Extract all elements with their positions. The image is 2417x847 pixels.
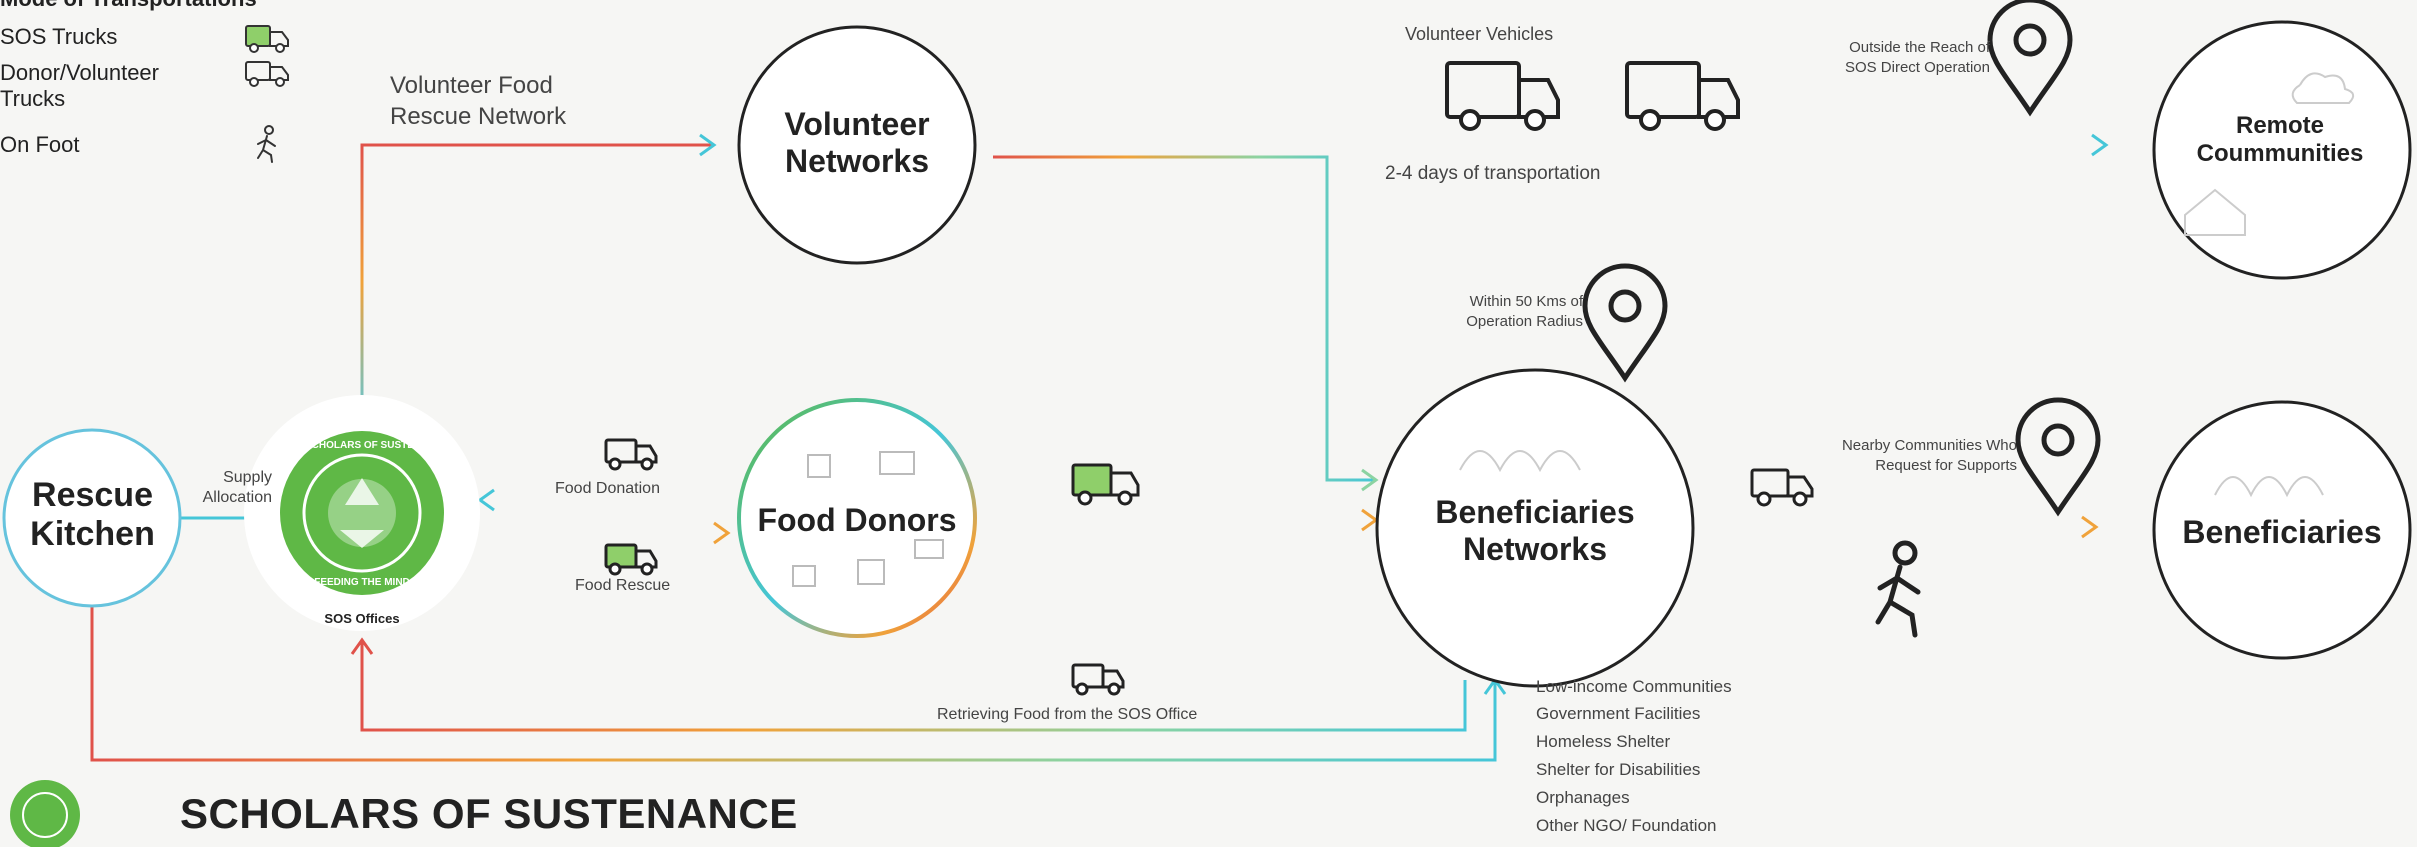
- location-pin-icon: [1582, 263, 1668, 383]
- truck-icon: [1625, 61, 1740, 131]
- brand-logo-icon: [10, 780, 80, 847]
- line-retrieving: [360, 640, 1467, 732]
- node-sos-offices-title: SOS Offices: [324, 611, 400, 626]
- line-sos-to-volunteer: [360, 143, 712, 420]
- location-pin-icon: [2015, 397, 2101, 517]
- brand-name: SCHOLARS OF SUSTENANCE: [180, 790, 798, 837]
- location-pin-icon: [1987, 0, 2073, 117]
- legend-walking-icon: [257, 125, 276, 163]
- beneficiary-type: Shelter for Disabilities: [1536, 760, 1701, 779]
- sos-truck-icon: [1071, 463, 1140, 506]
- truck-icon: [1071, 663, 1125, 696]
- legend-truck-icon: [245, 61, 289, 87]
- label-nearby-communities: Nearby Communities Who Request for Suppo…: [1841, 437, 2017, 475]
- beneficiary-type: Other NGO/ Foundation: [1536, 816, 1717, 835]
- node-food-donors-title: Food Donors: [747, 502, 967, 539]
- node-volunteer-networks-title: Volunteer Networks: [784, 106, 930, 179]
- truck-icon: [1445, 61, 1560, 131]
- node-sos-offices-seal: [244, 395, 480, 631]
- line-kitchen-to-benef: [90, 596, 1497, 762]
- beneficiary-type: Low-income Communities: [1536, 677, 1732, 696]
- label-food-donation: Food Donation: [555, 480, 660, 497]
- label-transport-days: 2-4 days of transportation: [1385, 163, 1601, 184]
- arrow-head: [699, 133, 717, 157]
- beneficiary-type: Orphanages: [1536, 788, 1630, 807]
- node-remote-communities-title: Remote Coummunities: [2196, 112, 2364, 167]
- legend-sos-truck-icon: [245, 25, 289, 53]
- arrow-head: [1361, 468, 1379, 492]
- node-beneficiaries-title: Beneficiaries: [2182, 514, 2382, 550]
- truck-icon: [1750, 468, 1814, 507]
- label-retrieving-food: Retrieving Food from the SOS Office: [937, 706, 1198, 723]
- legend-title: Mode of Transportations: [0, 0, 257, 12]
- label-food-rescue: Food Rescue: [575, 577, 671, 594]
- sos-truck-icon: [604, 543, 658, 576]
- legend-on-foot: On Foot: [0, 132, 80, 157]
- arrow-head: [713, 521, 731, 545]
- line-volunteer-to-benef-net: [993, 155, 1375, 482]
- node-beneficiaries-networks: [1375, 368, 1695, 688]
- seal-bottom-text: FEEDING THE MIND: [314, 577, 410, 588]
- walking-person-icon: [1875, 540, 1921, 638]
- node-beneficiaries: [2152, 400, 2412, 660]
- node-rescue-kitchen-title: Rescue Kitchen: [30, 476, 155, 554]
- arrow-head: [2081, 515, 2099, 539]
- label-volunteer-vehicles: Volunteer Vehicles: [1405, 24, 1554, 44]
- node-volunteer-networks: [737, 25, 977, 265]
- arrow-head: [2091, 133, 2109, 157]
- seal-top-text: SCHOLARS OF SUSTENANCE: [305, 440, 450, 451]
- beneficiary-type: Homeless Shelter: [1536, 732, 1671, 751]
- node-beneficiaries-networks-title: Beneficiaries Networks: [1435, 494, 1635, 567]
- arrow-head: [350, 637, 374, 655]
- truck-icon: [604, 438, 658, 471]
- label-supply-allocation: Supply Allocation: [202, 469, 272, 506]
- legend-sos-trucks: SOS Trucks: [0, 24, 118, 49]
- node-remote-communities: [2152, 20, 2412, 280]
- arrow-head: [477, 488, 495, 512]
- legend-donor-volunteer-trucks: Donor/Volunteer Trucks: [0, 60, 159, 112]
- label-within-50: Within 50 Kms of Operation Radius: [1466, 293, 1583, 331]
- label-outside-reach: Outside the Reach of SOS Direct Operatio…: [1844, 39, 1990, 77]
- label-volunteer-food-rescue: Volunteer Food Rescue Network: [390, 72, 567, 131]
- node-rescue-kitchen: [2, 428, 182, 608]
- beneficiary-type: Government Facilities: [1536, 704, 1701, 723]
